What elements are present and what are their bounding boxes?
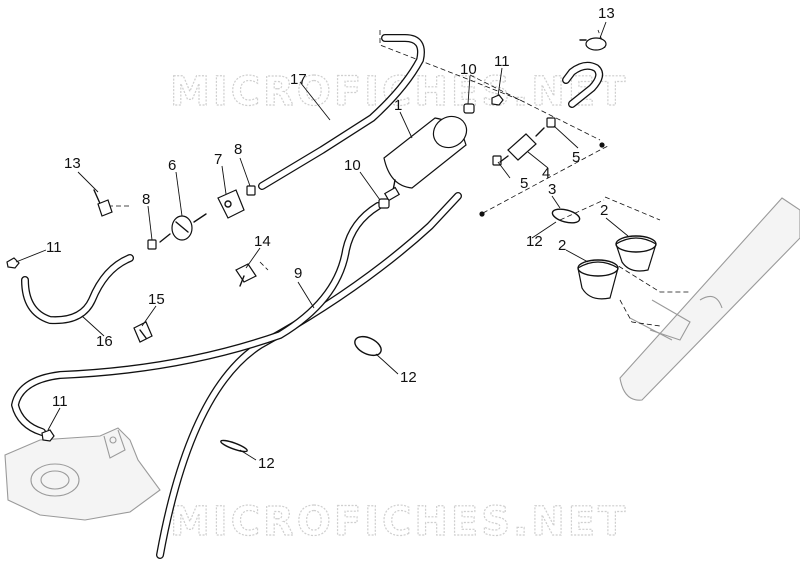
callout-14: 14 xyxy=(254,233,271,250)
connector-5-b xyxy=(492,155,502,166)
callout-16: 16 xyxy=(96,333,113,350)
callout-13-left: 13 xyxy=(64,155,81,172)
frame-tube xyxy=(619,197,800,401)
callout-4: 4 xyxy=(542,165,550,182)
clip-13-left xyxy=(93,189,113,217)
callout-2-lower: 2 xyxy=(558,237,566,254)
callout-2-upper: 2 xyxy=(600,202,608,219)
callout-13-top: 13 xyxy=(598,5,615,22)
junction-dot xyxy=(479,211,485,217)
bracket-7 xyxy=(217,189,245,219)
clamp-2-upper xyxy=(615,235,657,272)
clip-13-top xyxy=(579,37,607,51)
ring-3 xyxy=(551,208,581,224)
callout-17: 17 xyxy=(290,71,307,88)
leader-lines xyxy=(15,21,629,461)
valve-4 xyxy=(499,127,545,163)
callout-11-top: 11 xyxy=(494,53,510,70)
nut-11-bottom xyxy=(41,429,55,442)
callout-12-bottom: 12 xyxy=(258,455,275,472)
callout-1: 1 xyxy=(394,97,402,114)
hose-17 xyxy=(258,34,425,190)
fuel-filter xyxy=(383,115,468,202)
callout-10-mid: 10 xyxy=(344,157,361,174)
callout-5-left: 5 xyxy=(520,175,528,192)
clip-15 xyxy=(133,321,153,343)
nut-11-left xyxy=(6,257,20,269)
clamp-10-top xyxy=(463,103,475,114)
callout-10-top: 10 xyxy=(460,61,477,78)
connector-8-upper xyxy=(246,185,256,196)
clamp-2-lower xyxy=(577,259,619,300)
hose-top-right xyxy=(562,61,604,108)
fuel-tank xyxy=(4,427,161,521)
clamp-10-mid xyxy=(378,198,390,209)
ring-12-mid xyxy=(354,335,382,357)
callout-labels: 1 2 2 3 4 5 5 6 7 8 8 9 10 10 11 11 11 1… xyxy=(46,5,615,472)
assembly-lines xyxy=(108,29,690,327)
callout-3: 3 xyxy=(548,181,556,198)
callout-5-right: 5 xyxy=(572,149,580,166)
callout-8-lower: 8 xyxy=(142,191,150,208)
callout-9: 9 xyxy=(294,265,302,282)
callout-11-left: 11 xyxy=(46,239,62,256)
callout-15: 15 xyxy=(148,291,165,308)
valve-6 xyxy=(159,213,207,243)
clip-14 xyxy=(235,263,257,287)
callout-12-right: 12 xyxy=(526,233,543,250)
callout-7: 7 xyxy=(214,151,222,168)
callout-8-upper: 8 xyxy=(234,141,242,158)
hose-16 xyxy=(21,254,134,325)
callout-6: 6 xyxy=(168,157,176,174)
connector-8-lower xyxy=(147,239,157,250)
callout-11-bottom: 11 xyxy=(52,393,68,410)
hose-9 xyxy=(11,192,462,559)
ring-12-bottom xyxy=(220,439,248,453)
watermark-bottom: MICROFICHES.NET xyxy=(170,499,628,545)
connector-5-a xyxy=(546,117,556,128)
callout-12-mid: 12 xyxy=(400,369,417,386)
junction-dot xyxy=(599,142,605,148)
